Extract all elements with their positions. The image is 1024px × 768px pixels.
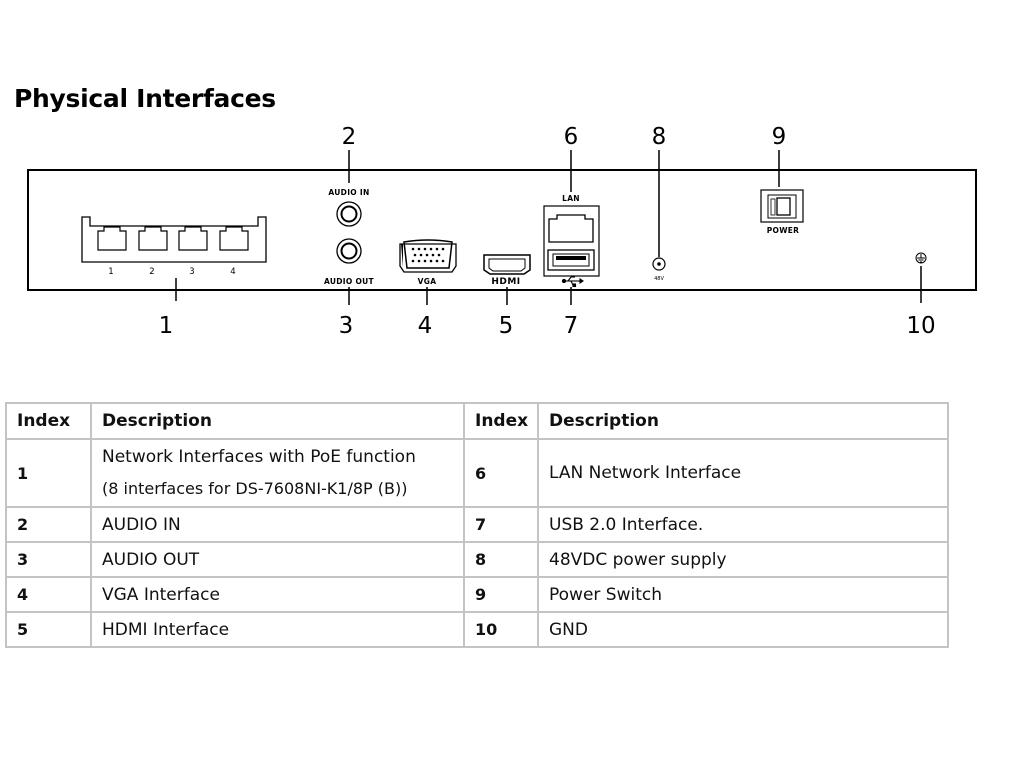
callout-8: 8 bbox=[652, 124, 667, 150]
callout-4: 4 bbox=[418, 313, 433, 339]
poe-port-number: 2 bbox=[149, 267, 154, 277]
lan-label: LAN bbox=[562, 194, 580, 203]
index-cell: 4 bbox=[5, 576, 92, 613]
usb-port bbox=[547, 249, 595, 271]
table-row: 5 HDMI Interface 10 GND bbox=[5, 611, 949, 648]
header-index: Index bbox=[5, 402, 92, 440]
header-index: Index bbox=[463, 402, 539, 440]
poe-port-4 bbox=[219, 226, 249, 251]
callout-5: 5 bbox=[499, 313, 514, 339]
dc-power-jack bbox=[652, 257, 666, 271]
callout-10: 10 bbox=[906, 313, 935, 339]
rear-panel-diagram: 1 2 3 4 AUDIO IN AUDIO OUT VGA HDMI LAN bbox=[27, 124, 977, 339]
description-cell: 48VDC power supply bbox=[537, 541, 949, 578]
vga-port bbox=[399, 239, 457, 273]
callout-9: 9 bbox=[772, 124, 787, 150]
description-cell: LAN Network Interface bbox=[537, 438, 949, 508]
description-cell: USB 2.0 Interface. bbox=[537, 506, 949, 543]
vga-label: VGA bbox=[418, 277, 437, 286]
index-cell: 7 bbox=[463, 506, 539, 543]
audio-out-label: AUDIO OUT bbox=[324, 277, 375, 286]
interface-table: Index Description Index Description 1 Ne… bbox=[5, 402, 949, 648]
poe-port-number: 4 bbox=[230, 267, 235, 277]
index-cell: 6 bbox=[463, 438, 539, 508]
power-label: POWER bbox=[767, 226, 800, 235]
index-cell: 1 bbox=[5, 438, 92, 508]
hdmi-port bbox=[483, 254, 531, 275]
poe-port-block: 1 2 3 4 bbox=[81, 216, 267, 277]
description-cell: Power Switch bbox=[537, 576, 949, 613]
lan-port bbox=[548, 214, 594, 243]
page-title: Physical Interfaces bbox=[14, 84, 276, 113]
description-cell: VGA Interface bbox=[90, 576, 465, 613]
audio-in-jack bbox=[336, 201, 362, 227]
audio-in-label: AUDIO IN bbox=[328, 188, 369, 197]
callout-2: 2 bbox=[342, 124, 357, 150]
description-line: (8 interfaces for DS-7608NI-K1/8P (B)) bbox=[102, 479, 408, 498]
table-header-row: Index Description Index Description bbox=[5, 402, 949, 440]
callout-7: 7 bbox=[564, 313, 579, 339]
index-cell: 8 bbox=[463, 541, 539, 578]
poe-port-2 bbox=[138, 226, 168, 251]
index-cell: 2 bbox=[5, 506, 92, 543]
ground-icon bbox=[915, 252, 927, 264]
power-switch bbox=[760, 189, 804, 223]
poe-port-3 bbox=[178, 226, 208, 251]
table-row: 2 AUDIO IN 7 USB 2.0 Interface. bbox=[5, 506, 949, 543]
description-cell: AUDIO IN bbox=[90, 506, 465, 543]
description-cell: Network Interfaces with PoE function (8 … bbox=[90, 438, 465, 508]
index-cell: 9 bbox=[463, 576, 539, 613]
usb-icon bbox=[561, 276, 584, 288]
callout-1: 1 bbox=[159, 313, 174, 339]
hdmi-label: HDMI bbox=[491, 277, 520, 287]
poe-port-number: 3 bbox=[189, 267, 194, 277]
description-cell: AUDIO OUT bbox=[90, 541, 465, 578]
index-cell: 3 bbox=[5, 541, 92, 578]
callout-3: 3 bbox=[339, 313, 354, 339]
callout-6: 6 bbox=[564, 124, 579, 150]
rear-panel-outline bbox=[27, 169, 977, 291]
table-row: 4 VGA Interface 9 Power Switch bbox=[5, 576, 949, 613]
poe-port-1 bbox=[97, 226, 127, 251]
header-description: Description bbox=[90, 402, 465, 440]
description-cell: HDMI Interface bbox=[90, 611, 465, 648]
description-cell: GND bbox=[537, 611, 949, 648]
header-description: Description bbox=[537, 402, 949, 440]
poe-port-number: 1 bbox=[108, 267, 113, 277]
dc-power-label: 48V bbox=[654, 276, 664, 282]
table-row: 1 Network Interfaces with PoE function (… bbox=[5, 438, 949, 508]
index-cell: 5 bbox=[5, 611, 92, 648]
index-cell: 10 bbox=[463, 611, 539, 648]
leader-lines bbox=[175, 150, 922, 305]
table-row: 3 AUDIO OUT 8 48VDC power supply bbox=[5, 541, 949, 578]
lan-usb-frame bbox=[543, 205, 600, 277]
description-line: Network Interfaces with PoE function bbox=[102, 447, 416, 467]
audio-out-jack bbox=[336, 238, 362, 264]
